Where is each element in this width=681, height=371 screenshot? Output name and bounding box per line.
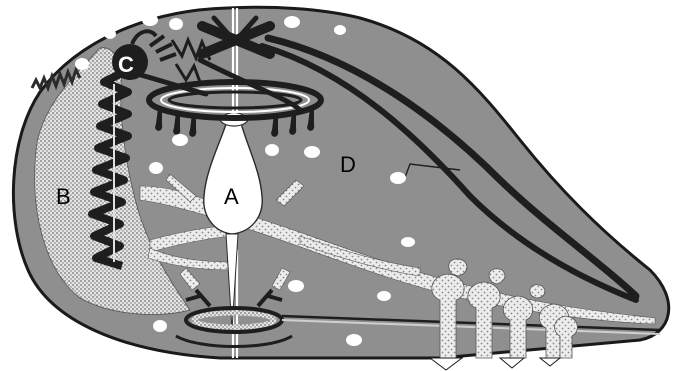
label-d: D xyxy=(340,152,356,177)
label-a: A xyxy=(224,184,239,209)
bottom-teeth xyxy=(430,358,560,370)
label-c: C xyxy=(118,52,134,77)
label-b: B xyxy=(56,184,71,209)
